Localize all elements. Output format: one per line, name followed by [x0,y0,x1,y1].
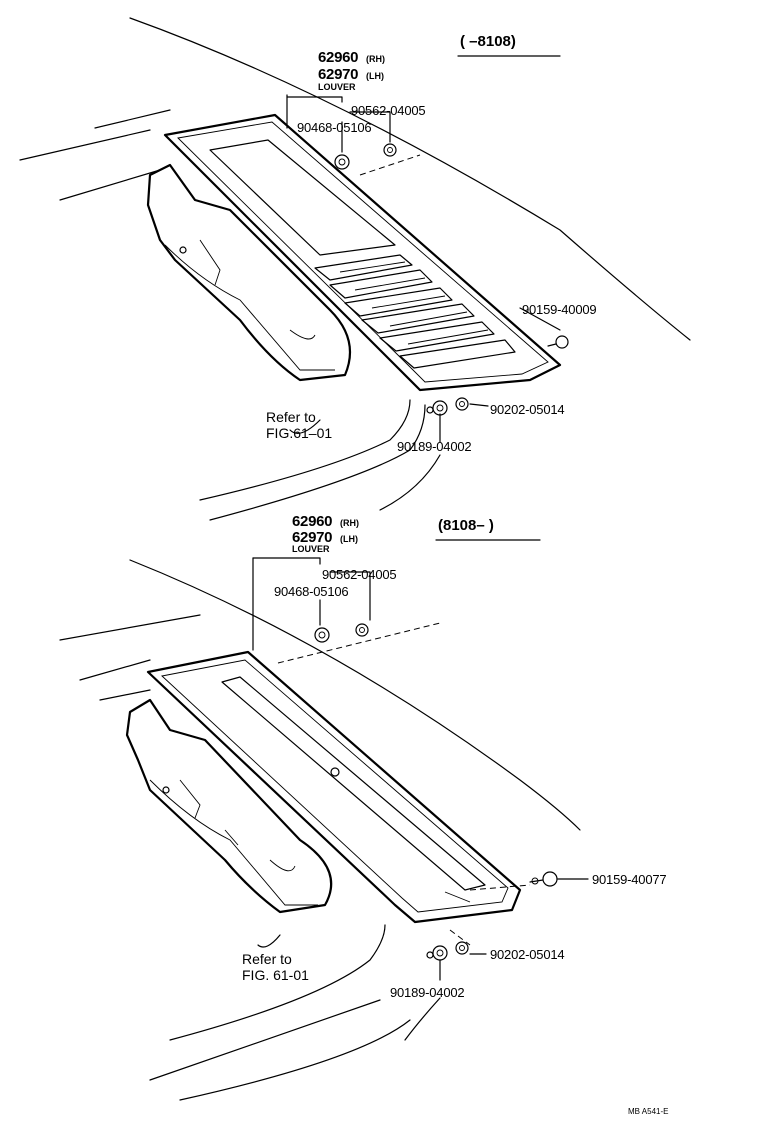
lower-tag-lh: (LH) [340,534,358,544]
nut-90202-lower [455,941,469,955]
inner-panel-upper [146,163,352,382]
upper-part-name: LOUVER [318,82,356,92]
louver-panel-upper [163,113,562,392]
lower-figure-ref: FIG. 61-01 [242,967,309,983]
screw-90159-lower [529,871,558,887]
upper-part-90189: 90189-04002 [397,439,472,454]
footer-code: MB A541-E [628,1107,669,1116]
upper-view [19,17,691,521]
lower-part-lh: 62970 [292,529,333,546]
upper-part-90159: 90159-40009 [522,302,597,317]
lower-part-90189: 90189-04002 [390,985,465,1000]
inner-panel-lower [125,698,333,914]
nut-90562-lower [355,623,369,637]
lower-part-rh: 62960 [292,513,333,530]
lower-part-90202: 90202-05014 [490,947,565,962]
upper-part-90202: 90202-05014 [490,402,565,417]
lower-tag-rh: (RH) [340,518,359,528]
screw-90159 [547,335,569,349]
lower-refer-to: Refer to [242,951,292,967]
clip-90468 [334,154,350,170]
louver-panel-lower [146,650,522,924]
lower-range-label: (8108– ) [438,517,494,534]
clip-90189 [426,400,448,416]
lower-part-90159: 90159-40077 [592,872,667,887]
upper-tag-rh: (RH) [366,54,385,64]
lower-view [59,539,589,1101]
upper-part-lh: 62970 [318,66,359,83]
upper-part-90562: 90562-04005 [351,103,426,118]
upper-refer-to: Refer to [266,409,316,425]
upper-figure-ref: FIG.61–01 [266,425,333,441]
upper-part-90468: 90468-05106 [297,120,372,135]
vent-slots [314,254,516,369]
lower-part-name: LOUVER [292,544,330,554]
nut-90202 [455,397,469,411]
clip-90189-lower [426,945,448,961]
upper-tag-lh: (LH) [366,71,384,81]
upper-part-rh: 62960 [318,49,359,66]
lower-part-90562: 90562-04005 [322,567,397,582]
nut-90562 [383,143,397,157]
lower-part-90468: 90468-05106 [274,584,349,599]
upper-range-label: ( –8108) [460,33,516,50]
clip-90468-lower [314,627,330,643]
